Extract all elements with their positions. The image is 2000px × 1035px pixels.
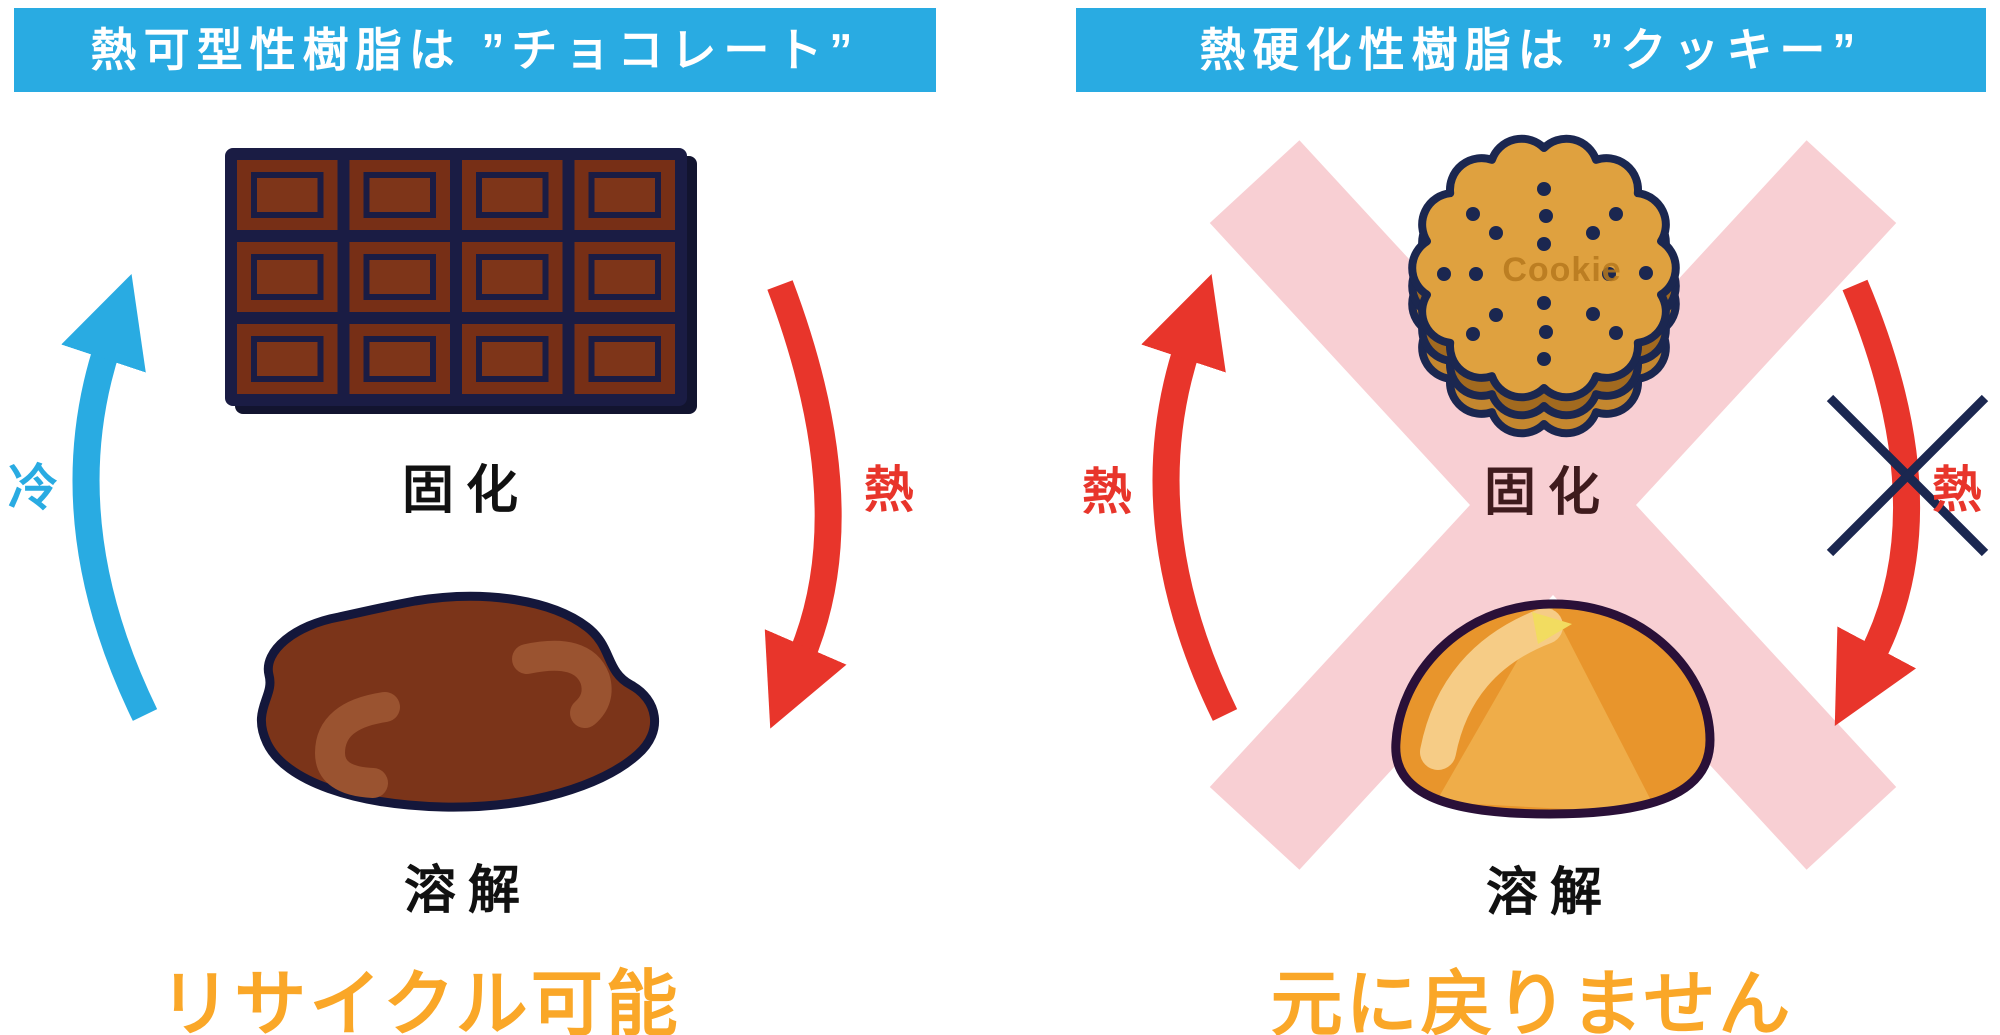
heat-arrow-left-panel (764, 280, 847, 729)
right-panel-header: 熱硬化性樹脂は ”クッキー” (1076, 8, 1986, 92)
left-caption-recyclable: リサイクル可能 (159, 965, 681, 1035)
heat-arrow-up-right-panel (1141, 273, 1238, 721)
forbidden-cross-icon (1826, 394, 1989, 557)
cool-arrow (61, 273, 158, 721)
right-solid-label: 固化 (1483, 464, 1613, 522)
right-melt-label: 溶解 (1485, 864, 1615, 922)
right-caption-irreversible: 元に戻りません (1270, 965, 1794, 1035)
cookie-dots (1437, 182, 1653, 366)
heat-label-left-panel: 熱 (864, 462, 914, 518)
melted-chocolate-illustration (257, 591, 659, 812)
cool-label: 冷 (8, 460, 58, 516)
cookie-illustration: Cookie (1408, 134, 1680, 438)
left-solid-label: 固化 (401, 462, 531, 520)
chocolate-bar-illustration (225, 148, 697, 414)
heat-label-down-right-panel: 熱 (1932, 462, 1982, 518)
heat-arrow-down-crossed (1826, 279, 1989, 727)
left-melt-label: 溶解 (403, 862, 533, 920)
dough-illustration (1391, 599, 1715, 819)
left-panel-header: 熱可型性樹脂は ”チョコレート” (14, 8, 936, 92)
heat-label-up-right-panel: 熱 (1082, 464, 1132, 520)
cookie-stamp-text: Cookie (1502, 251, 1621, 289)
